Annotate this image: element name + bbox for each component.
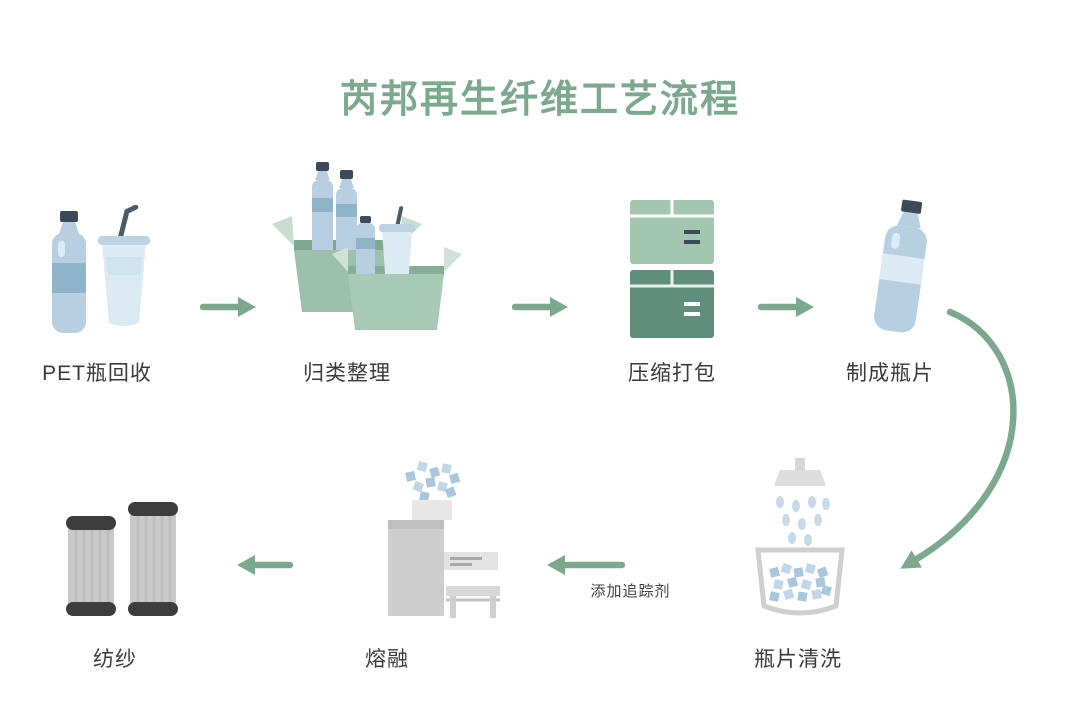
flow-arrow-left-1 — [545, 552, 626, 578]
pet-bottle-icon — [855, 198, 950, 340]
step-label: 制成瓶片 — [846, 362, 934, 385]
yarn-spools-icon — [58, 498, 188, 630]
compressed-bales-icon — [622, 198, 722, 346]
step-label: 压缩打包 — [628, 362, 716, 385]
diagram-title: 芮邦再生纤维工艺流程 — [339, 79, 740, 121]
step-label: 纺纱 — [93, 648, 137, 671]
step-label: 归类整理 — [303, 362, 391, 385]
step-label: 熔融 — [365, 648, 409, 671]
flow-arrow-curved — [880, 302, 1070, 587]
sorting-boxes-icon — [270, 162, 470, 342]
tracer-annotation: 添加追踪剂 — [590, 583, 671, 600]
flow-arrow-right-2 — [511, 294, 570, 320]
melting-machine-icon — [348, 456, 508, 628]
flow-arrow-right-1 — [199, 294, 258, 320]
flow-arrow-right-3 — [757, 294, 816, 320]
flow-arrow-left-2 — [235, 552, 294, 578]
flake-washing-icon — [740, 458, 860, 633]
step-label: PET瓶回收 — [42, 362, 152, 385]
step-label: 瓶片清洗 — [754, 648, 842, 671]
pet-bottle-and-cup-icon — [40, 205, 155, 350]
